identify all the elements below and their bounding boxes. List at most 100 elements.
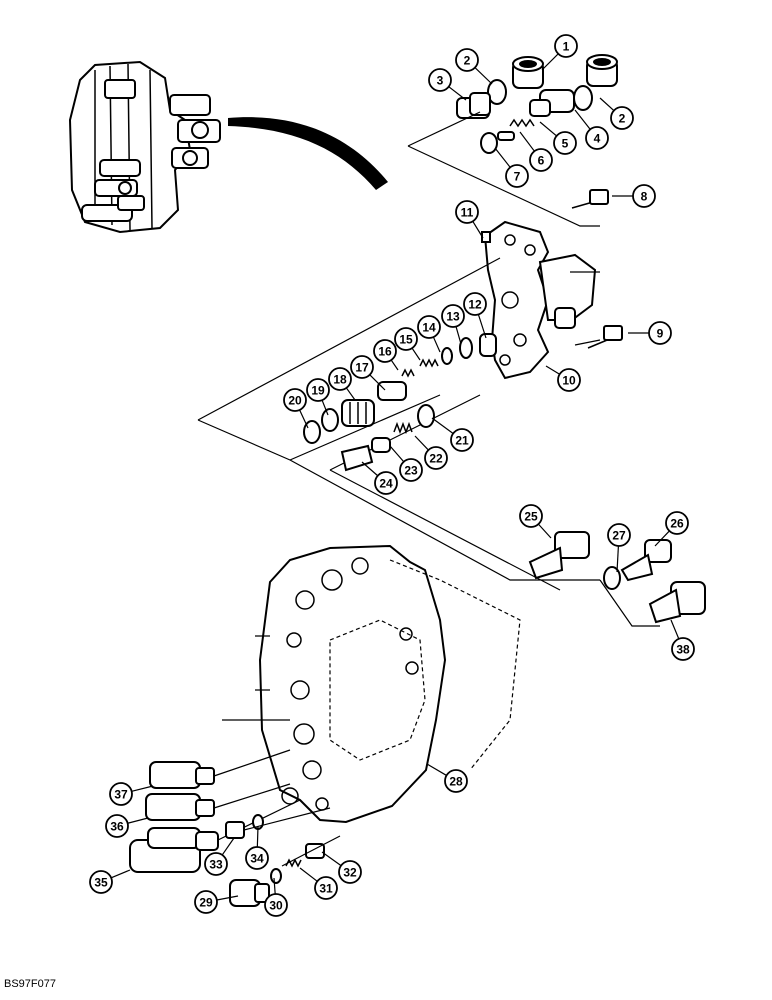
callout-number: 14: [422, 321, 436, 335]
callout-30: 30: [264, 877, 288, 917]
callout-leader: [127, 817, 149, 824]
callout-leader: [474, 67, 493, 85]
callout-circle: [314, 876, 338, 900]
part-3-spool: [456, 92, 491, 119]
callout-leader: [321, 851, 342, 867]
callout-number: 25: [524, 510, 538, 524]
callout-number: 30: [269, 899, 283, 913]
part-23-poppet: [371, 437, 391, 453]
callout-leader: [411, 347, 421, 361]
part-36-cartridge: [145, 793, 215, 821]
callout-leader: [472, 221, 484, 239]
callout-number: 12: [468, 298, 482, 312]
part-27-oring: [603, 566, 621, 590]
callout-7: 7: [494, 147, 529, 188]
part-33-plug: [225, 821, 245, 839]
callout-circle: [417, 315, 441, 339]
document-code: BS97F077: [4, 978, 56, 990]
callout-leader: [389, 445, 405, 463]
callout-circle: [350, 355, 374, 379]
callout-leader: [221, 837, 235, 856]
callout-leader: [448, 86, 467, 101]
callout-27: 27: [607, 523, 631, 573]
callout-circle: [441, 304, 465, 328]
callout-number: 10: [562, 374, 576, 388]
callout-31: 31: [299, 867, 338, 900]
callout-8: 8: [612, 184, 656, 208]
part-6-pin: [497, 131, 515, 141]
callout-number: 21: [455, 434, 469, 448]
part-28-valve-body: [222, 544, 521, 824]
callout-number: 4: [594, 132, 601, 146]
part-2-oring-b: [573, 85, 593, 111]
callout-number: 37: [114, 788, 128, 802]
callout-35: 35: [89, 869, 131, 894]
part-1-cap-left: [512, 56, 544, 89]
callout-number: 27: [612, 529, 626, 543]
callout-leader: [426, 763, 447, 776]
callout-29: 29: [194, 890, 239, 914]
callout-circle: [648, 321, 672, 345]
part-12-piston: [479, 333, 497, 357]
callout-number: 3: [437, 74, 444, 88]
callout-leader: [361, 461, 379, 477]
part-37-cartridge: [149, 761, 215, 789]
callout-1: 1: [541, 34, 578, 71]
callout-circle: [505, 164, 529, 188]
callout-19: 19: [306, 378, 330, 416]
callout-number: 29: [199, 896, 213, 910]
part-35-cartridge: [129, 827, 219, 873]
callout-9: 9: [628, 321, 672, 345]
part-4-spool: [529, 89, 575, 117]
callout-leader: [494, 147, 511, 168]
part-29-plug: [229, 879, 270, 907]
callout-15: 15: [394, 327, 421, 361]
callout-circle: [557, 368, 581, 392]
part-5-spring: [509, 118, 535, 128]
callout-circle: [194, 890, 218, 914]
callout-number: 15: [399, 333, 413, 347]
callout-circle: [450, 428, 474, 452]
callout-circle: [283, 388, 307, 412]
callout-4: 4: [574, 109, 609, 150]
callout-number: 34: [250, 852, 264, 866]
part-15-spring: [419, 358, 439, 368]
callout-2: 2: [599, 97, 634, 130]
callout-number: 13: [446, 310, 460, 324]
callout-leader: [599, 97, 615, 112]
callout-26: 26: [654, 511, 689, 547]
callout-leader: [131, 785, 154, 792]
callout-circle: [204, 852, 228, 876]
callout-25: 25: [519, 504, 552, 539]
overview-thumbnail: [68, 60, 221, 234]
part-17-spool: [377, 381, 407, 401]
callout-13: 13: [441, 304, 465, 345]
callout-33: 33: [204, 837, 235, 876]
callout-circle: [554, 34, 578, 58]
callout-circle: [109, 782, 133, 806]
middle-spool-stack: [197, 257, 600, 591]
callout-circle: [455, 48, 479, 72]
callout-leader: [654, 530, 670, 547]
callout-circle: [374, 471, 398, 495]
callout-number: 19: [311, 384, 325, 398]
callout-layer: 1223456789101112131415161718192021222324…: [89, 34, 695, 917]
callout-14: 14: [417, 315, 441, 353]
callout-16: 16: [373, 339, 399, 371]
callout-12: 12: [463, 292, 487, 339]
callout-leader: [345, 387, 356, 401]
callout-circle: [610, 106, 634, 130]
part-25-cartridge: [528, 531, 590, 580]
callout-number: 36: [110, 820, 124, 834]
callout-number: 2: [619, 112, 626, 126]
part-31-spring: [285, 858, 302, 868]
callout-24: 24: [361, 461, 398, 495]
part-9-bolt: [587, 325, 623, 349]
callout-36: 36: [105, 814, 149, 838]
callout-2: 2: [455, 48, 493, 85]
callout-3: 3: [428, 68, 467, 101]
callout-circle: [632, 184, 656, 208]
callout-number: 24: [379, 477, 393, 491]
part-13-ring: [459, 337, 473, 359]
